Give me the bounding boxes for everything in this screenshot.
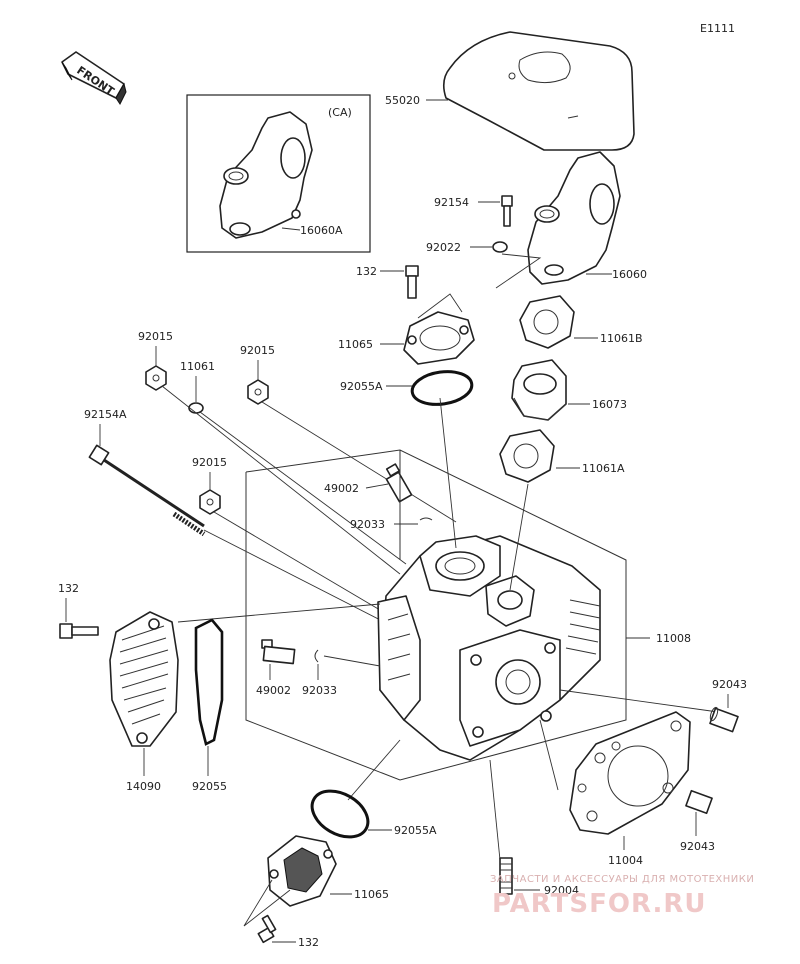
cover-11065-top xyxy=(403,311,475,365)
part-92154-top: 92154 xyxy=(434,196,469,209)
cover-11065-low xyxy=(267,835,337,907)
part-11061B: 11061B xyxy=(600,332,643,345)
head-gasket-11004 xyxy=(569,711,691,835)
diagram-id: E1111 xyxy=(700,22,735,35)
part-16060: 16060 xyxy=(612,268,647,281)
part-11004: 11004 xyxy=(608,854,643,867)
variant-inset-box xyxy=(186,94,371,253)
valve-guide-49002-low xyxy=(261,639,296,665)
part-11061A: 11061A xyxy=(582,462,625,475)
part-55020: 55020 xyxy=(385,94,420,107)
stud-92154A xyxy=(88,444,206,537)
intake-manifold xyxy=(527,151,621,285)
valve-guide-49002-top xyxy=(385,463,413,503)
part-92004: 92004 xyxy=(544,884,579,897)
part-132-top: 132 xyxy=(356,265,377,278)
part-11008: 11008 xyxy=(656,632,691,645)
part-11065-top: 11065 xyxy=(338,338,373,351)
cylinder-head-11008 xyxy=(377,535,601,761)
nut-92015-c xyxy=(199,489,221,515)
gasket-11061A xyxy=(499,429,555,483)
front-arrow-icon: FRONT xyxy=(61,51,127,105)
intake-manifold-ca xyxy=(219,111,313,239)
watermark-line1: ЗАПЧАСТИ И АКСЕССУАРЫ ДЛЯ МОТОТЕХНИКИ xyxy=(490,874,754,885)
oring-92055A-top xyxy=(410,370,474,406)
part-16060A: 16060A xyxy=(300,224,343,237)
part-92015-a: 92015 xyxy=(138,330,173,343)
part-132-left: 132 xyxy=(58,582,79,595)
watermark: ЗАПЧАСТИ И АКСЕССУАРЫ ДЛЯ МОТОТЕХНИКИ PA… xyxy=(490,874,754,919)
bolt-132-top xyxy=(405,265,419,299)
part-14090: 14090 xyxy=(126,780,161,793)
part-92055A-low: 92055A xyxy=(394,824,437,837)
stud-92004 xyxy=(499,857,513,895)
dowel-92043-top xyxy=(709,706,739,733)
dowel-92043-low xyxy=(685,789,713,815)
clip-92033-top xyxy=(419,517,433,521)
clip-92033-low xyxy=(314,649,319,663)
bolt-132-left xyxy=(59,623,99,639)
part-92043-top: 92043 xyxy=(712,678,747,691)
part-92055A-top: 92055A xyxy=(340,380,383,393)
watermark-line2: PARTSFOR.RU xyxy=(492,889,706,919)
part-92033-low: 92033 xyxy=(302,684,337,697)
filter-plate xyxy=(442,31,635,151)
part-92154A: 92154A xyxy=(84,408,127,421)
nut-92015-b xyxy=(247,379,269,405)
washer-11061 xyxy=(188,402,204,414)
part-11061: 11061 xyxy=(180,360,215,373)
part-92055: 92055 xyxy=(192,780,227,793)
oring-92055A-low xyxy=(310,789,370,839)
gasket-92055 xyxy=(194,618,224,746)
variant-note: (CA) xyxy=(328,106,352,119)
bolt-132-low xyxy=(257,914,277,944)
gasket-11061B xyxy=(519,295,575,349)
part-49002-top: 49002 xyxy=(324,482,359,495)
part-49002-low: 49002 xyxy=(256,684,291,697)
washer-92022 xyxy=(492,241,508,253)
part-92043-low: 92043 xyxy=(680,840,715,853)
part-11065-low: 11065 xyxy=(354,888,389,901)
insulator-16073 xyxy=(511,359,567,421)
part-16073: 16073 xyxy=(592,398,627,411)
side-cover-14090 xyxy=(109,611,179,747)
bolt-92154 xyxy=(501,195,513,227)
part-92033-top: 92033 xyxy=(350,518,385,531)
part-92015-c: 92015 xyxy=(192,456,227,469)
part-92015-b: 92015 xyxy=(240,344,275,357)
part-132-low: 132 xyxy=(298,936,319,949)
part-92022: 92022 xyxy=(426,241,461,254)
